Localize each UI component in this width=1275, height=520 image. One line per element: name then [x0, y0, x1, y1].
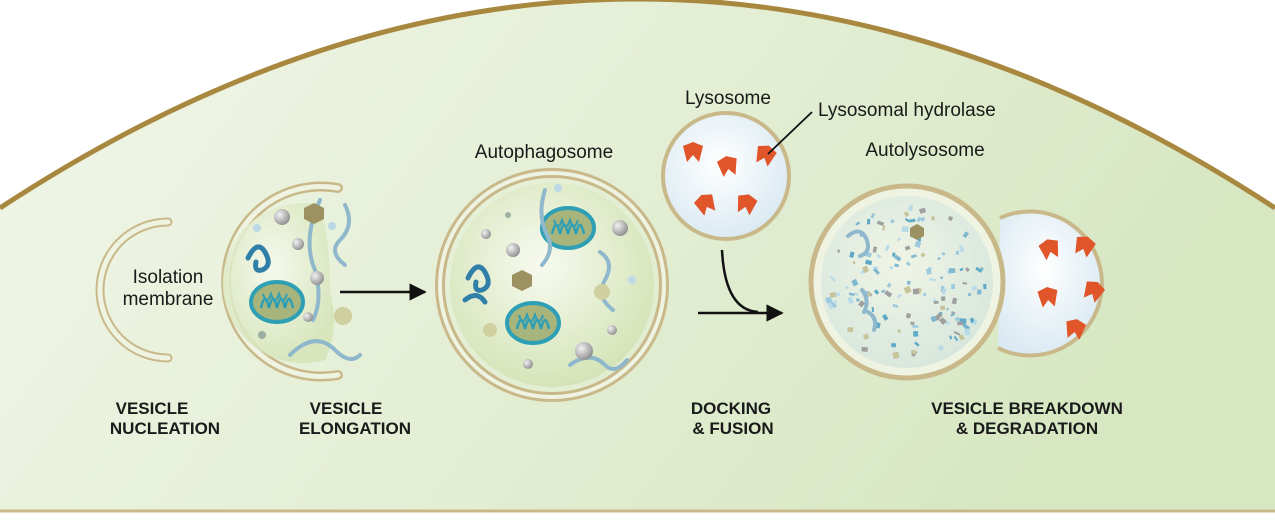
stage-elongation-line2: ELONGATION — [299, 419, 411, 438]
stage-elongation-line1: VESICLE — [310, 399, 383, 418]
cell-membrane — [0, 0, 1275, 211]
isolation-membrane — [95, 217, 173, 363]
autolysosome-label: Autolysosome — [865, 140, 984, 161]
mitochondrion — [249, 280, 305, 324]
lysosome-label: Lysosome — [685, 88, 771, 109]
stage-breakdown-line1: VESICLE BREAKDOWN — [931, 399, 1123, 418]
isolation-label-line1: Isolation — [133, 267, 204, 288]
hydrolase-pointer-line — [767, 111, 813, 155]
stage-docking-line2: & FUSION — [692, 419, 773, 438]
stage-nucleation-line1: VESICLE — [116, 399, 189, 418]
stage-breakdown-line2: & DEGRADATION — [956, 419, 1098, 438]
lysosome — [661, 111, 791, 241]
elongating-vesicle — [221, 181, 362, 382]
stage-nucleation-line2: NUCLEATION — [110, 419, 220, 438]
isolation-label-line2: membrane — [123, 289, 214, 310]
degradation-debris — [825, 205, 987, 359]
autophagosome — [435, 168, 669, 402]
autolysosome — [808, 183, 1107, 381]
mitochondrion — [505, 301, 561, 345]
autophagosome-label: Autophagosome — [475, 142, 613, 163]
fusion-arrow-curve — [720, 249, 759, 314]
lysosomal-hydrolase-label: Lysosomal hydrolase — [818, 100, 996, 121]
stage-docking-line1: DOCKING — [691, 399, 771, 418]
